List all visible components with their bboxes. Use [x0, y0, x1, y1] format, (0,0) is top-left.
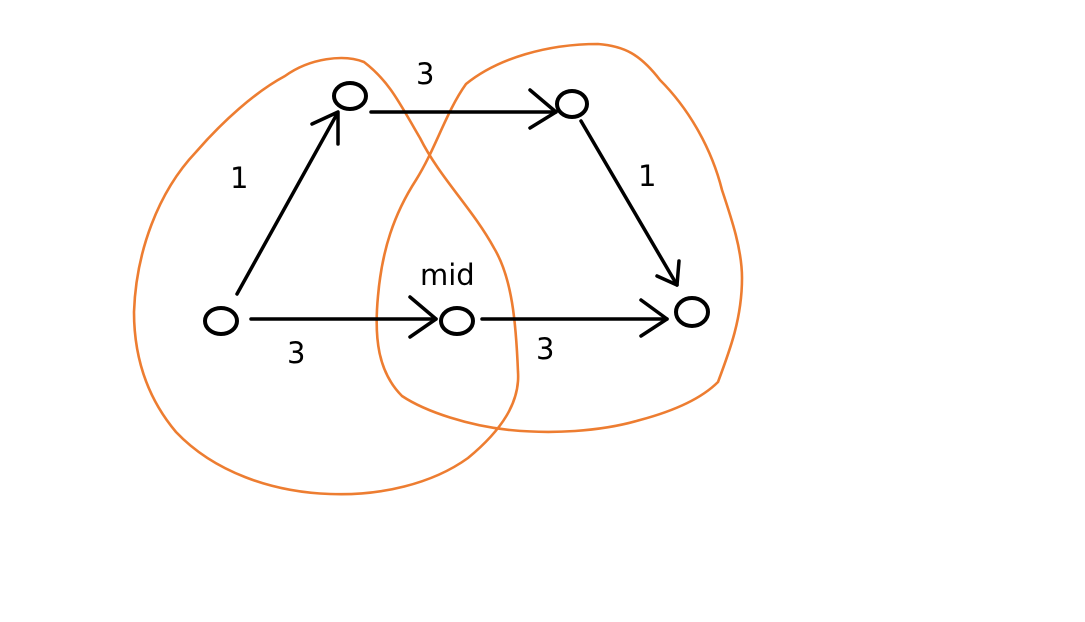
- node-top-right: [555, 89, 589, 119]
- node-source: [203, 306, 239, 336]
- edge-weight-mid-sink: 3: [536, 332, 554, 366]
- node-sink: [674, 296, 710, 328]
- edge-mid-to-sink: [480, 298, 669, 338]
- edge-weight-source-top-left: 1: [230, 161, 248, 195]
- left-region-outline: [132, 56, 520, 496]
- edge-weight-top-left-top-right: 3: [416, 57, 434, 91]
- edge-weight-source-mid: 3: [287, 336, 305, 370]
- node-top-left: [332, 81, 368, 111]
- node-mid: [439, 306, 475, 336]
- node-label-mid: mid: [420, 258, 475, 292]
- edge-top-right-to-sink: [579, 119, 681, 287]
- edge-weight-top-right-sink: 1: [638, 159, 656, 193]
- right-region-outline: [375, 42, 744, 434]
- edge-source-to-top-left: [235, 110, 340, 296]
- edge-top-left-to-top-right: [369, 88, 558, 130]
- edge-source-to-mid: [249, 295, 438, 339]
